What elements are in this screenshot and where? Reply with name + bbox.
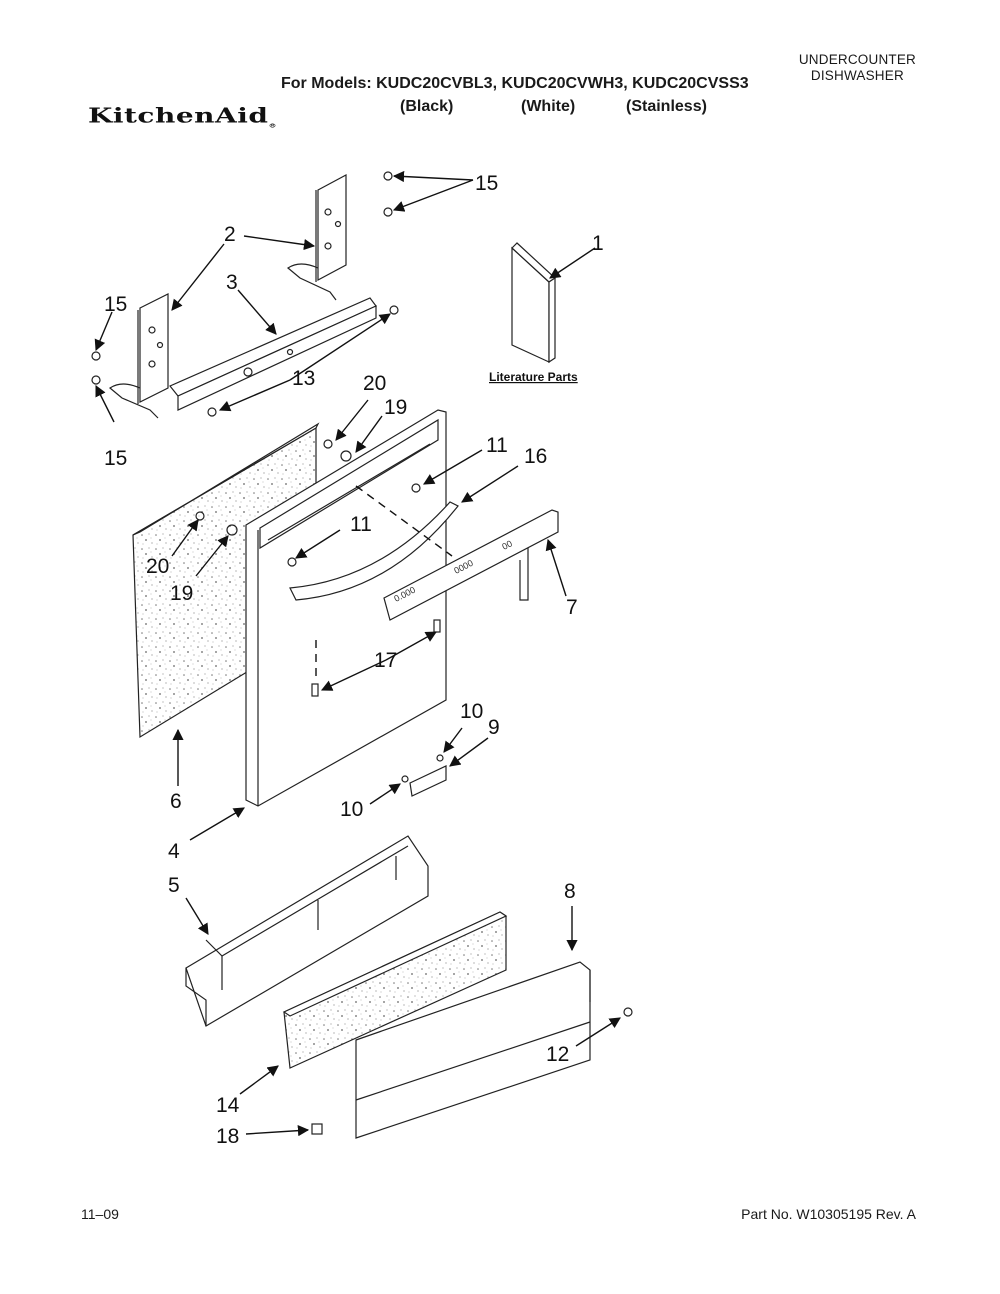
trim-piece [401, 754, 447, 797]
callout-8: 8 [564, 880, 576, 903]
literature-parts-label: Literature Parts [489, 370, 578, 384]
literature-parts [511, 242, 556, 364]
toe-kick-panel [355, 961, 591, 1139]
callout-17: 17 [374, 649, 397, 672]
finish-black: (Black) [400, 98, 454, 115]
callout-10-lower: 10 [340, 798, 363, 821]
side-bracket-right [286, 173, 347, 301]
callout-12: 12 [546, 1043, 569, 1066]
category-label: UNDERCOUNTER DISHWASHER [799, 52, 916, 84]
brand-registered-mark: ® [268, 121, 277, 129]
callout-14: 14 [216, 1094, 240, 1117]
callout-5: 5 [168, 874, 180, 897]
callout-10-upper: 10 [460, 700, 483, 723]
callout-19-right: 19 [384, 396, 407, 419]
callout-18: 18 [216, 1125, 239, 1148]
callout-15-top: 15 [475, 172, 498, 195]
screw-fasteners [91, 171, 633, 1135]
callout-19-left: 19 [170, 582, 193, 605]
finish-stainless: (Stainless) [626, 98, 707, 115]
callout-numbers: 1 2 3 4 5 6 7 8 9 10 10 11 11 12 13 14 1… [104, 172, 604, 1148]
callout-11-upper: 11 [486, 434, 508, 457]
toe-kick-insulation [282, 911, 508, 1069]
callout-9: 9 [488, 716, 500, 739]
door-panel [245, 409, 447, 807]
callout-3: 3 [226, 271, 238, 294]
finish-white: (White) [521, 98, 576, 115]
callout-20-right: 20 [363, 372, 386, 395]
callout-1: 1 [592, 232, 604, 255]
callout-20-left: 20 [146, 555, 169, 578]
callout-13: 13 [292, 367, 315, 390]
side-bracket-left [108, 293, 169, 419]
brand-logo-text: KitchenAid [88, 104, 269, 128]
revision-date: 11–09 [81, 1206, 119, 1222]
support-rail [169, 297, 377, 411]
category-line-1: UNDERCOUNTER [798, 52, 916, 67]
category-line-2: DISHWASHER [810, 68, 904, 83]
toe-kick-bracket [185, 835, 429, 1027]
models-line: For Models: KUDC20CVBL3, KUDC20CVWH3, KU… [281, 75, 749, 92]
part-number: Part No. W10305195 Rev. A [741, 1206, 916, 1222]
callout-2: 2 [224, 223, 236, 246]
brand-logo: KitchenAid® [88, 104, 276, 129]
callout-6: 6 [170, 790, 182, 813]
callout-15-left-lower: 15 [104, 447, 127, 470]
svg-text:00: 00 [500, 538, 513, 551]
callout-4: 4 [168, 840, 180, 863]
door-handle [289, 501, 459, 601]
callout-11-lower: 11 [350, 513, 372, 536]
leader-lines [94, 170, 621, 1137]
callout-15-left-upper: 15 [104, 293, 127, 316]
callout-16: 16 [524, 445, 547, 468]
callout-7: 7 [566, 596, 578, 619]
